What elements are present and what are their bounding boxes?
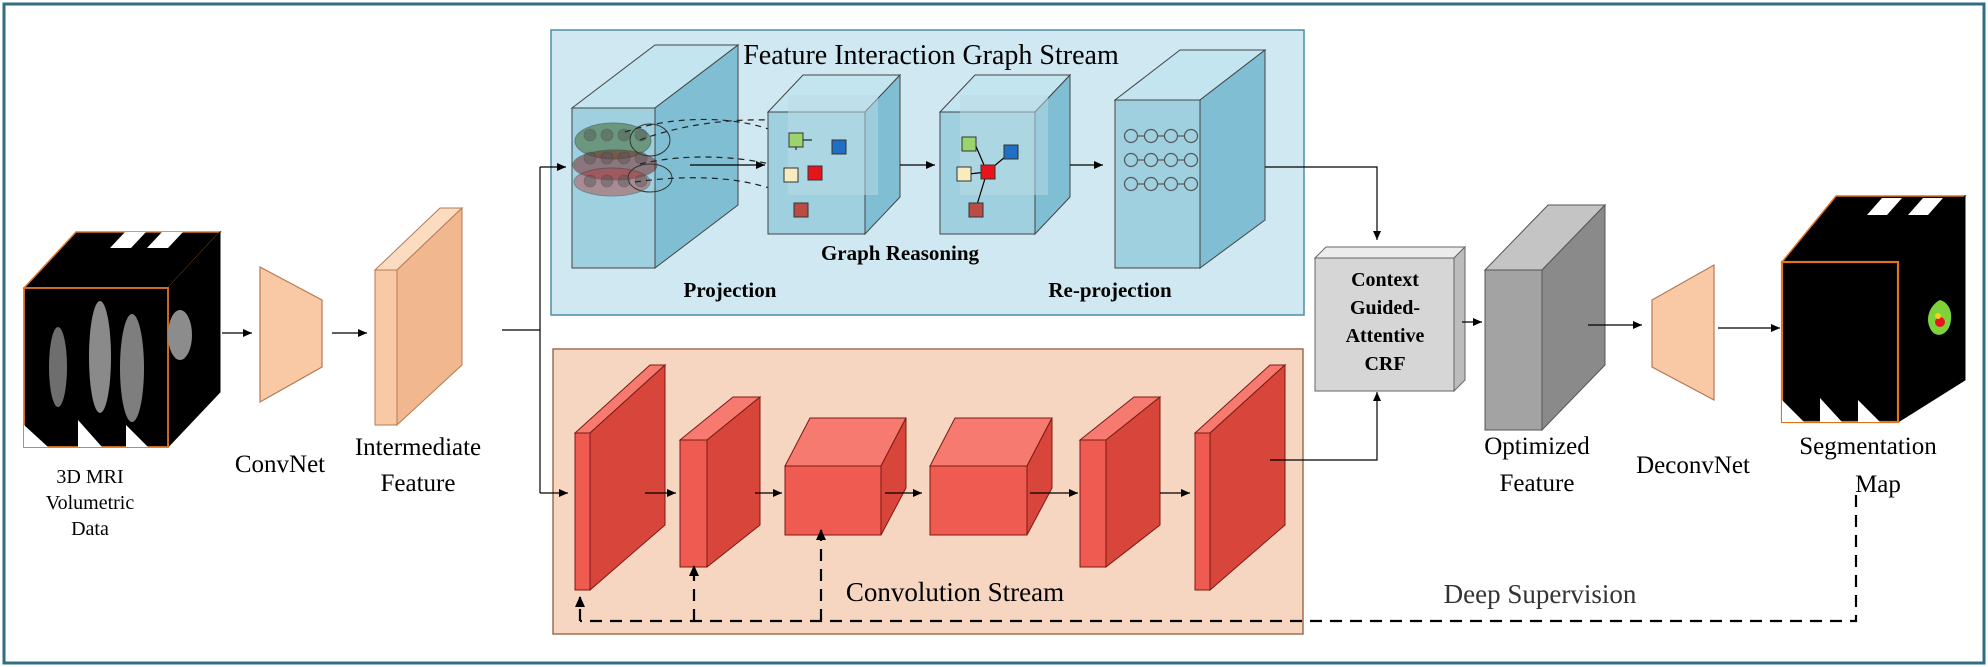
conv-stream-panel (552, 348, 1304, 635)
crf-label-4: CRF (1364, 353, 1405, 375)
deconvnet-block (1651, 263, 1715, 401)
label-convnet: ConvNet (235, 451, 325, 478)
label-graph-reasoning: Graph Reasoning (821, 241, 980, 265)
conv-block-6 (1193, 363, 1287, 592)
graph-cube-2 (938, 73, 1072, 236)
intermediate-feature-block (373, 206, 464, 427)
projection-cube (570, 43, 740, 270)
label-optimized-2: Feature (1500, 470, 1575, 497)
graph-stream-title: Feature Interaction Graph Stream (743, 40, 1119, 71)
crf-box (1313, 245, 1467, 393)
conv-block-3 (784, 417, 907, 536)
optimized-feature-block (1483, 203, 1607, 432)
label-segmap-1: Segmentation (1799, 433, 1937, 460)
conv-block-1 (573, 363, 667, 592)
conv-block-2 (678, 395, 762, 569)
conv-block-4 (929, 417, 1053, 536)
arrow-graph-crf (1265, 166, 1381, 240)
crf-label-3: Attentive (1346, 325, 1425, 347)
label-mri-1: 3D MRI (56, 466, 123, 488)
crf-label-1: Context (1351, 269, 1419, 291)
label-mri-2: Volumetric (46, 492, 135, 514)
graph-cube-1 (766, 73, 902, 236)
label-optimized-1: Optimized (1484, 433, 1590, 460)
label-conv-stream: Convolution Stream (846, 577, 1064, 607)
label-intermediate-1: Intermediate (355, 434, 481, 461)
label-mri-3: Data (71, 518, 109, 540)
label-deep-supervision: Deep Supervision (1444, 579, 1637, 609)
convnet-block (259, 266, 323, 404)
arrow-conv-crf (1270, 392, 1381, 461)
label-projection: Projection (684, 278, 777, 302)
crf-label-2: Guided- (1350, 297, 1420, 319)
label-segmap-2: Map (1855, 471, 1901, 498)
deep-supervision-path (575, 495, 1858, 623)
mri-volume (22, 230, 222, 449)
conv-block-5 (1078, 395, 1162, 569)
label-reprojection: Re-projection (1048, 278, 1172, 302)
label-intermediate-2: Feature (381, 470, 456, 497)
reprojection-cube (1113, 48, 1267, 269)
branch-connector (502, 163, 568, 497)
label-deconvnet: DeconvNet (1636, 452, 1750, 479)
segmentation-map (1780, 194, 1967, 424)
